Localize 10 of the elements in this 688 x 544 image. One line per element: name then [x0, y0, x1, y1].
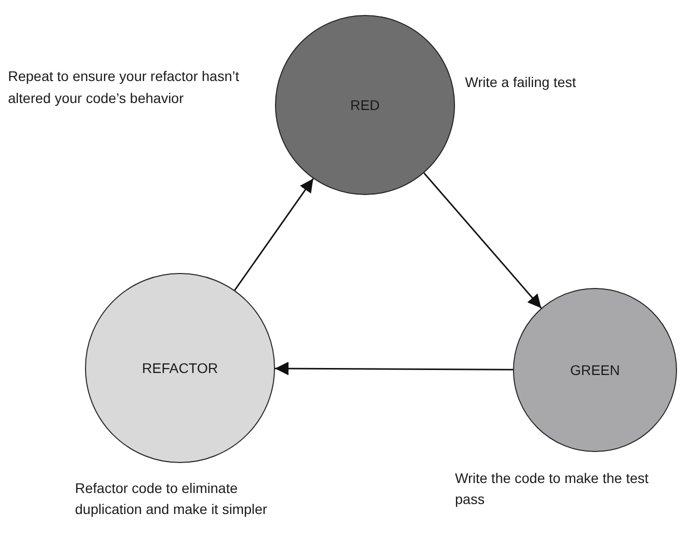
note-text: Repeat to ensure your refactor hasn’t altered your code’s behavior [8, 67, 240, 108]
node-label: GREEN [570, 360, 620, 380]
caption-text: Write the code to make the test pass [455, 469, 650, 509]
arrow [234, 178, 314, 291]
caption-text: Refactor code to eliminate duplication and make it simpler [75, 479, 268, 519]
node-label: RED [350, 96, 380, 114]
node-label: REFACTOR [142, 358, 218, 378]
arrow [275, 362, 513, 376]
arrow [423, 172, 542, 309]
caption-text: Write a failing test [465, 73, 578, 92]
